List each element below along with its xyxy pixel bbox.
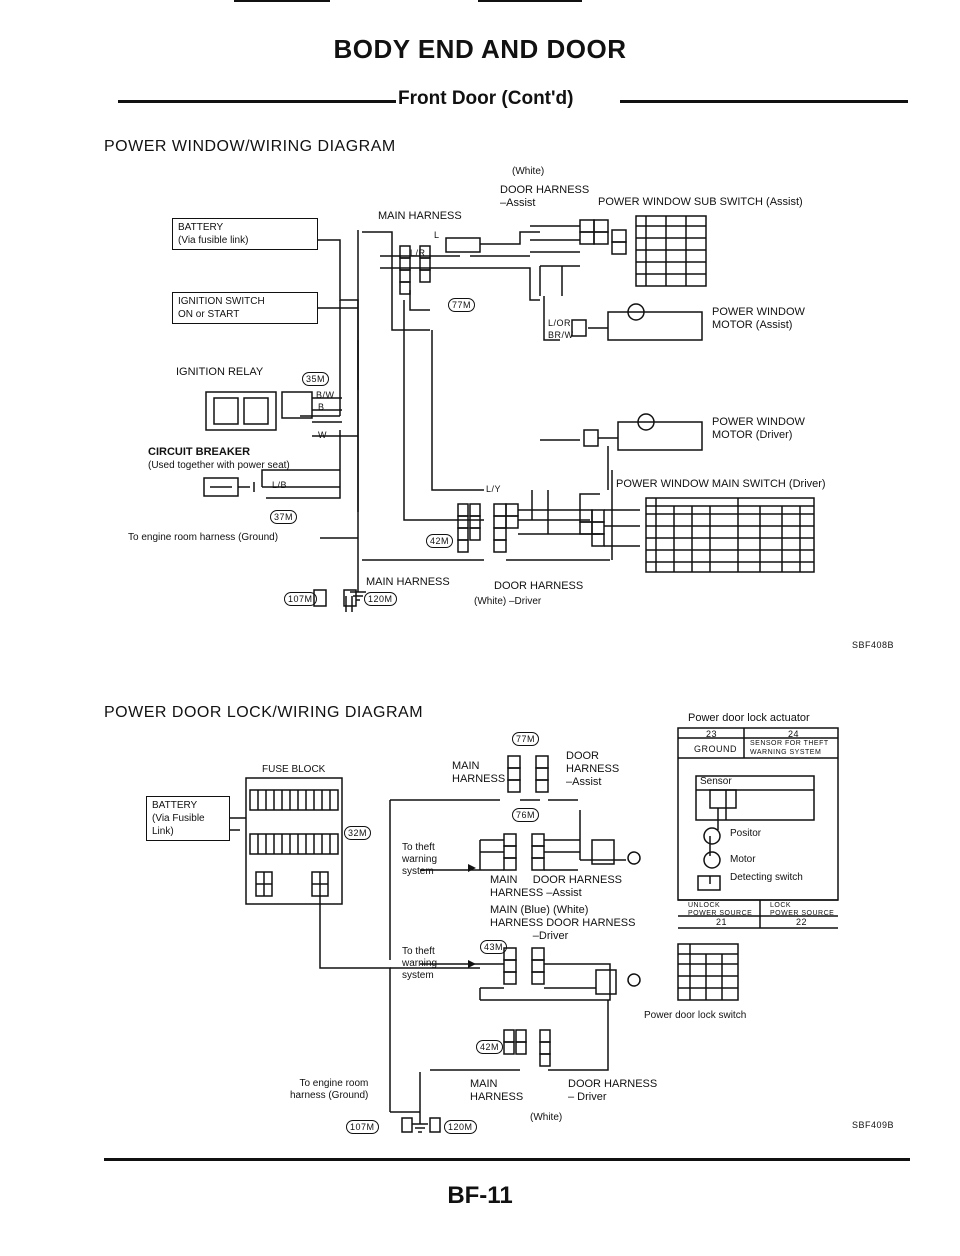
footer-rule bbox=[104, 1158, 910, 1161]
lock-section-title: POWER DOOR LOCK/WIRING DIAGRAM bbox=[104, 704, 424, 721]
title-rule-right bbox=[620, 100, 908, 103]
door-harness-bottom-label: DOOR HARNESS bbox=[494, 580, 584, 592]
wire-lr: L/R bbox=[410, 248, 426, 258]
lock-white-bottom: (White) bbox=[530, 1112, 563, 1123]
wire-l: L bbox=[434, 230, 440, 240]
white-top-label: (White) bbox=[512, 166, 545, 177]
wire-bw: B/W bbox=[316, 390, 335, 400]
lock-connector-43m: 43M bbox=[480, 940, 508, 954]
wire-lor: L/OR bbox=[548, 318, 572, 328]
lock-connector-32m: 32M bbox=[344, 826, 372, 840]
lock-ground-note: To engine room harness (Ground) bbox=[290, 1078, 369, 1101]
bottom-col-22: 22 bbox=[796, 917, 808, 927]
lock-connector-120m: 120M bbox=[444, 1120, 477, 1134]
page-number: BF-11 bbox=[447, 1182, 513, 1209]
lock-main-harness-top: MAIN HARNESS bbox=[452, 760, 506, 785]
theft-cell: SENSOR FOR THEFT WARNING SYSTEM bbox=[750, 740, 829, 756]
actuator-title: Power door lock actuator bbox=[688, 712, 810, 724]
blue-white-label: MAIN (Blue) (White) HARNESS DOOR HARNESS… bbox=[490, 904, 636, 942]
main-switch-label: POWER WINDOW MAIN SWITCH (Driver) bbox=[616, 478, 826, 490]
main-harness-bottom-label: MAIN HARNESS bbox=[366, 576, 450, 588]
ground-cell: GROUND bbox=[694, 744, 737, 754]
window-ground-note: To engine room harness (Ground) bbox=[128, 532, 279, 543]
connector-120m: 120M bbox=[364, 592, 397, 606]
lock-connector-107m: 107M bbox=[346, 1120, 379, 1134]
lock-switch-label: Power door lock switch bbox=[644, 1010, 747, 1021]
wire-lb: L/B bbox=[272, 480, 288, 490]
sensor-label: Sensor bbox=[700, 776, 732, 787]
figure-code-lock: SBF409B bbox=[852, 1120, 895, 1130]
door-harness-assist-label: DOOR HARNESS –Assist bbox=[500, 184, 590, 209]
sub-switch-label: POWER WINDOW SUB SWITCH (Assist) bbox=[598, 196, 803, 208]
fuse-block-label: FUSE BLOCK bbox=[262, 764, 326, 775]
actuator-col-24: 24 bbox=[788, 729, 800, 739]
positor-label: Positor bbox=[730, 828, 762, 839]
circuit-breaker-note: (Used together with power seat) bbox=[148, 460, 290, 471]
wire-w: W bbox=[318, 430, 327, 440]
page-title: BODY END AND DOOR bbox=[333, 34, 627, 64]
lock-main-harness-bottom: MAIN HARNESS bbox=[470, 1078, 524, 1103]
top-stub-left bbox=[234, 0, 330, 2]
lock-cell: LOCK POWER SOURCE bbox=[770, 902, 835, 917]
motor-label: Motor bbox=[730, 854, 756, 865]
lock-battery-box: BATTERY (Via Fusible Link) bbox=[146, 796, 230, 841]
lock-connector-77m: 77M bbox=[512, 732, 540, 746]
page-subtitle: Front Door (Cont'd) bbox=[398, 88, 574, 109]
ignition-relay-label: IGNITION RELAY bbox=[176, 366, 264, 378]
main-door-assist-label: MAIN DOOR HARNESS HARNESS –Assist bbox=[490, 874, 623, 899]
lock-door-harness-assist: DOOR HARNESS –Assist bbox=[566, 750, 620, 788]
motor-driver-label: POWER WINDOW MOTOR (Driver) bbox=[712, 416, 805, 441]
lock-door-harness-driver: DOOR HARNESS – Driver bbox=[568, 1078, 658, 1103]
connector-77m: 77M bbox=[448, 298, 476, 312]
connector-35m: 35M bbox=[302, 372, 330, 386]
top-stub-right bbox=[478, 0, 582, 2]
circuit-breaker-label: CIRCUIT BREAKER bbox=[148, 446, 251, 458]
window-section-title: POWER WINDOW/WIRING DIAGRAM bbox=[104, 138, 396, 155]
battery-box: BATTERY (Via fusible link) bbox=[172, 218, 318, 250]
wire-brw: BR/W bbox=[548, 330, 574, 340]
lock-connector-42m: 42M bbox=[476, 1040, 504, 1054]
bottom-col-21: 21 bbox=[716, 917, 728, 927]
theft-warning-1: To theft warning system bbox=[402, 842, 438, 877]
connector-37m: 37M bbox=[270, 510, 298, 524]
white-driver-label: (White) –Driver bbox=[474, 596, 542, 607]
unlock-cell: UNLOCK POWER SOURCE bbox=[688, 902, 753, 917]
detecting-switch-label: Detecting switch bbox=[730, 872, 803, 883]
lock-connector-76m: 76M bbox=[512, 808, 540, 822]
connector-42m: 42M bbox=[426, 534, 454, 548]
main-harness-top-label: MAIN HARNESS bbox=[378, 210, 462, 222]
title-rule-left bbox=[118, 100, 396, 103]
theft-warning-2: To theft warning system bbox=[402, 946, 438, 981]
motor-assist-label: POWER WINDOW MOTOR (Assist) bbox=[712, 306, 805, 331]
connector-107m: 107M bbox=[284, 592, 317, 606]
wire-ly: L/Y bbox=[486, 484, 502, 494]
actuator-col-23: 23 bbox=[706, 729, 718, 739]
figure-code-window: SBF408B bbox=[852, 640, 895, 650]
wire-b: B bbox=[318, 402, 325, 412]
ignition-switch-box: IGNITION SWITCH ON or START bbox=[172, 292, 318, 324]
